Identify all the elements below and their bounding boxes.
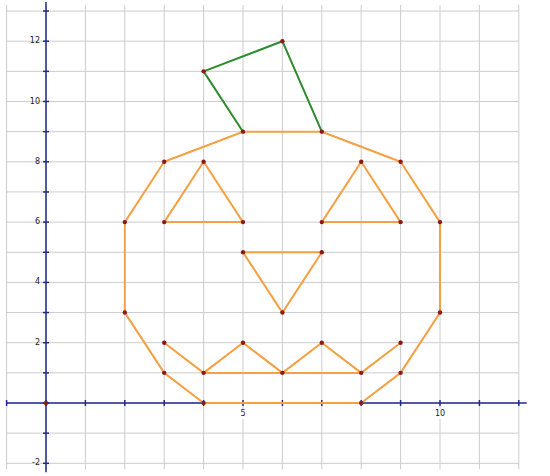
vertex-points (44, 39, 442, 405)
grid-line (361, 5, 362, 469)
left-eye (164, 162, 243, 222)
tick-mark (124, 400, 126, 406)
vertex-dot (438, 310, 442, 314)
vertex-dot (201, 371, 205, 375)
tick-mark (43, 10, 49, 12)
grid-line (400, 5, 401, 469)
grid-line (85, 5, 86, 469)
vertex-dot (162, 341, 166, 345)
vertex-dot (359, 160, 363, 164)
vertex-dot (201, 69, 205, 73)
vertex-dot (241, 250, 245, 254)
vertex-dot (123, 310, 127, 314)
tick-mark (43, 312, 49, 314)
mouth-zigzag (164, 343, 400, 373)
axis-label: 12 (30, 36, 40, 46)
tick-mark (439, 400, 441, 406)
axis-label: 10 (30, 97, 40, 107)
tick-mark (43, 372, 49, 374)
vertex-dot (320, 341, 324, 345)
tick-mark (43, 161, 49, 163)
vertex-dot (359, 371, 363, 375)
tick-mark (163, 400, 165, 406)
tick-mark (43, 71, 49, 73)
grid-lines (7, 5, 519, 469)
tick-mark (43, 191, 49, 193)
axis-label: 10 (435, 409, 445, 419)
grid-line (7, 11, 519, 12)
tick-mark (43, 282, 49, 284)
tick-mark (43, 463, 49, 465)
grid-line (7, 342, 519, 343)
origin-dot (44, 401, 48, 405)
tick-mark (6, 400, 8, 406)
axis-label: 4 (35, 277, 40, 287)
vertex-dot (398, 371, 402, 375)
axis-label: 8 (35, 157, 40, 167)
vertex-dot (398, 220, 402, 224)
tick-mark (400, 400, 402, 406)
tick-mark (43, 252, 49, 254)
grid-line (479, 5, 480, 469)
vertex-dot (123, 220, 127, 224)
tick-mark (43, 40, 49, 42)
axis-label: 5 (240, 409, 245, 419)
tick-mark (479, 400, 481, 406)
grid-line (6, 5, 7, 469)
vertex-dot (320, 250, 324, 254)
vertex-dot (438, 220, 442, 224)
grid-line (164, 5, 165, 469)
vertex-dot (320, 129, 324, 133)
pumpkin-outline (125, 132, 440, 403)
tick-mark (43, 101, 49, 103)
tick-mark (43, 432, 49, 434)
vertex-dot (280, 310, 284, 314)
grid-line (7, 101, 519, 102)
right-eye (322, 162, 401, 222)
nose (243, 252, 322, 312)
vertex-dot (201, 160, 205, 164)
grid-line (7, 161, 519, 162)
vertex-dot (241, 341, 245, 345)
grid-line (7, 41, 519, 42)
tick-mark (85, 400, 87, 406)
vertex-dot (320, 220, 324, 224)
grid-line (282, 5, 283, 469)
grid-line (7, 463, 519, 464)
grid-line (518, 5, 519, 469)
tick-mark (43, 221, 49, 223)
vertex-dot (280, 371, 284, 375)
vertex-dot (201, 401, 205, 405)
grid-line (7, 191, 519, 192)
vertex-dot (359, 401, 363, 405)
vertex-dot (280, 39, 284, 43)
vertex-dot (398, 160, 402, 164)
tick-mark (518, 400, 520, 406)
vertex-dot (241, 220, 245, 224)
grid-line (203, 5, 204, 469)
pumpkin-drawing (125, 41, 440, 403)
axes (7, 2, 527, 472)
axis-label: -2 (32, 458, 40, 468)
vertex-dot (162, 160, 166, 164)
vertex-dot (162, 220, 166, 224)
grid-line (243, 5, 244, 469)
axis-label: 2 (35, 338, 40, 348)
grid-line (7, 372, 519, 373)
stem (204, 41, 322, 132)
grid-line (7, 433, 519, 434)
tick-mark (43, 342, 49, 344)
grid-line (321, 5, 322, 469)
vertex-dot (241, 129, 245, 133)
grid-line (7, 71, 519, 72)
tick-mark (43, 131, 49, 133)
vertex-dot (162, 371, 166, 375)
axis-label: 6 (35, 217, 40, 227)
vertex-dot (398, 341, 402, 345)
